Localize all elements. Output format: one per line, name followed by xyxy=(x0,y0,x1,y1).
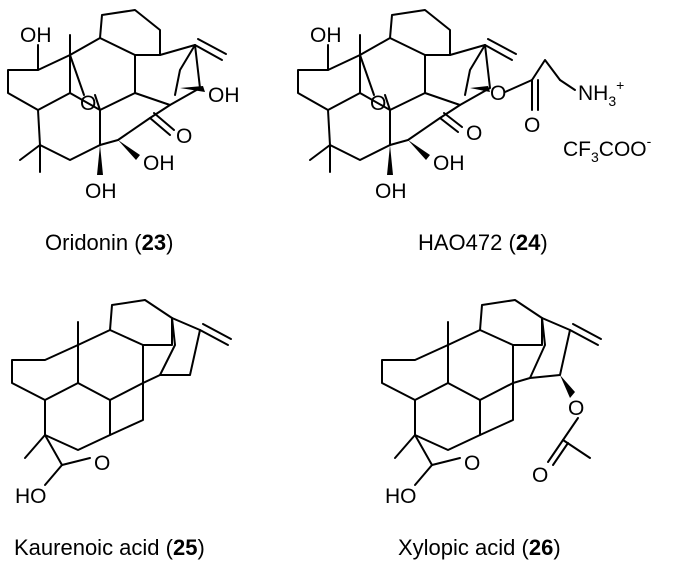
hao472-oh-7: OH xyxy=(433,152,465,175)
kaurenoic-ho: HO xyxy=(15,485,47,508)
oridonin-o-ketone: O xyxy=(176,125,192,148)
caption-xylopic-acid: Xylopic acid (26) xyxy=(398,535,561,560)
kaurenoic-o-carbonyl: O xyxy=(94,452,110,475)
hao472-o-ether: O xyxy=(370,92,386,115)
hao472-o-ketone: O xyxy=(466,122,482,145)
oridonin-wedge-oh6 xyxy=(97,145,103,175)
xylopic-o-ester: O xyxy=(568,397,584,420)
xylopic-ho: HO xyxy=(385,485,417,508)
hao472-o-carbonyl: O xyxy=(524,114,540,137)
hao472-ammonium: NH3+ xyxy=(578,77,624,109)
oridonin-structure: OH OH O O OH OH xyxy=(7,9,240,203)
xylopic-o-carbonyl: O xyxy=(464,452,480,475)
oridonin-oh-7: OH xyxy=(143,152,175,175)
caption-oridonin: Oridonin (23) xyxy=(45,230,173,255)
oridonin-wedge-oh14 xyxy=(180,86,205,92)
xylopic-acid-structure: O O O HO xyxy=(381,299,602,508)
oridonin-o-ether: O xyxy=(80,92,96,115)
hao472-structure: OH O O OH OH O O NH3+ CF3COO- xyxy=(297,9,652,203)
xylopic-wedge-oac xyxy=(560,375,575,398)
hao472-oh-1: OH xyxy=(310,24,342,47)
hao472-counterion: CF3COO- xyxy=(563,133,652,165)
kaurenoic-acid-structure: O HO xyxy=(11,299,232,508)
oridonin-oh-1: OH xyxy=(20,24,52,47)
hao472-o-ester: O xyxy=(490,82,506,105)
oridonin-wedge-oh7 xyxy=(118,140,140,160)
hao472-oh-6: OH xyxy=(375,180,407,203)
caption-hao472: HAO472 (24) xyxy=(418,230,548,255)
xylopic-o-acetyl: O xyxy=(532,464,548,487)
oridonin-oh-6: OH xyxy=(85,180,117,203)
oridonin-oh-14: OH xyxy=(208,84,240,107)
caption-kaurenoic-acid: Kaurenoic acid (25) xyxy=(14,535,205,560)
